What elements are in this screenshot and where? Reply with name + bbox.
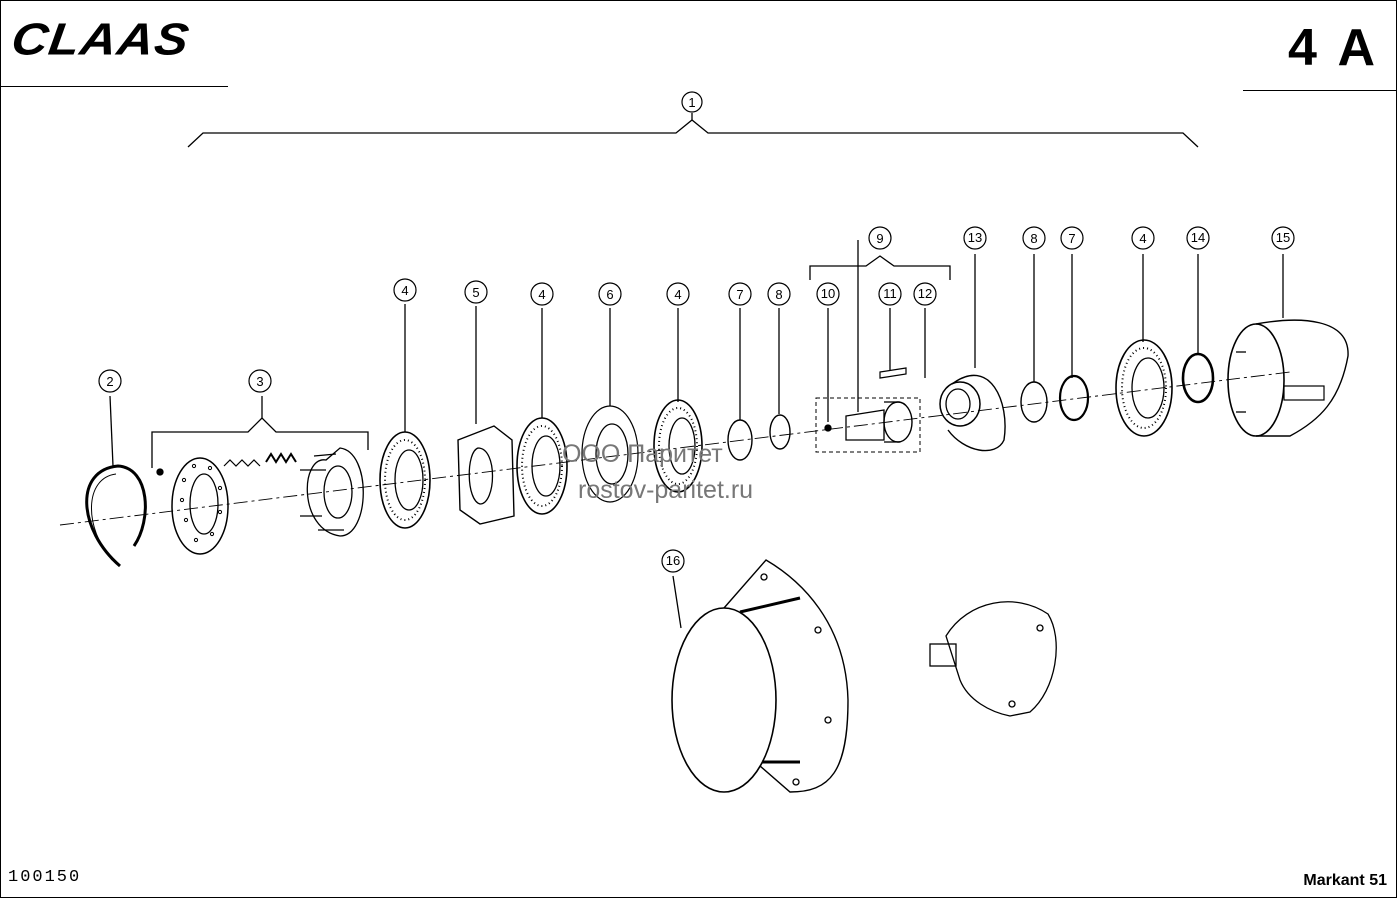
part-7-circlip-a — [727, 419, 753, 461]
part-8-washer-a — [769, 414, 791, 450]
part-4-friction-disc-b — [516, 417, 568, 515]
callout-4: 4 — [401, 283, 408, 298]
sheet-number: 4 A — [1288, 19, 1379, 77]
callout-6: 6 — [606, 287, 613, 302]
bracket-item-3 — [151, 417, 369, 468]
callout-13: 13 — [968, 230, 982, 245]
callout-1: 1 — [688, 95, 695, 110]
callout-9: 9 — [876, 231, 883, 246]
part-4-friction-disc-d — [1115, 339, 1173, 437]
part-6-plate — [581, 405, 639, 503]
part-7-circlip-b — [1058, 374, 1090, 422]
callout-14: 14 — [1191, 230, 1205, 245]
callout-4: 4 — [674, 287, 681, 302]
part-4-friction-disc-a — [379, 431, 431, 529]
callout-16: 16 — [666, 553, 680, 568]
callout-3: 3 — [256, 374, 263, 389]
part-15-housing — [1227, 319, 1349, 437]
callout-7: 7 — [1068, 231, 1075, 246]
header-rule-right — [1243, 90, 1397, 91]
part-5-plate — [457, 425, 515, 525]
part-8-washer-b — [1020, 381, 1048, 423]
assembly-axis — [59, 371, 1291, 526]
part-16-bell-housing — [671, 559, 849, 793]
callout-2: 2 — [106, 374, 113, 389]
bracket-item-1 — [187, 119, 1199, 148]
part-9-hub-assembly — [815, 367, 921, 453]
callout-4: 4 — [538, 287, 545, 302]
cover-unit — [929, 601, 1057, 717]
drawing-number: 100150 — [8, 868, 82, 887]
part-14-ring — [1181, 352, 1215, 404]
part-13-flange-hub — [939, 374, 1006, 452]
part-4-friction-disc-c — [653, 399, 703, 493]
part-2-retaining-ring — [85, 464, 147, 568]
callout-15: 15 — [1276, 230, 1290, 245]
callout-11: 11 — [883, 286, 897, 301]
header-rule-left — [0, 86, 228, 87]
callout-10: 10 — [821, 286, 835, 301]
callout-8: 8 — [1030, 231, 1037, 246]
watermark-company: ООО Паритет — [562, 440, 723, 468]
callout-5: 5 — [472, 285, 479, 300]
callout-4: 4 — [1139, 231, 1146, 246]
part-3-assembly — [156, 447, 364, 555]
callout-12: 12 — [918, 286, 932, 301]
callout-7: 7 — [736, 287, 743, 302]
callout-8: 8 — [775, 287, 782, 302]
watermark-url: rostov-paritet.ru — [578, 476, 754, 504]
bracket-item-9 — [809, 255, 951, 280]
model-name: Markant 51 — [1303, 872, 1387, 889]
